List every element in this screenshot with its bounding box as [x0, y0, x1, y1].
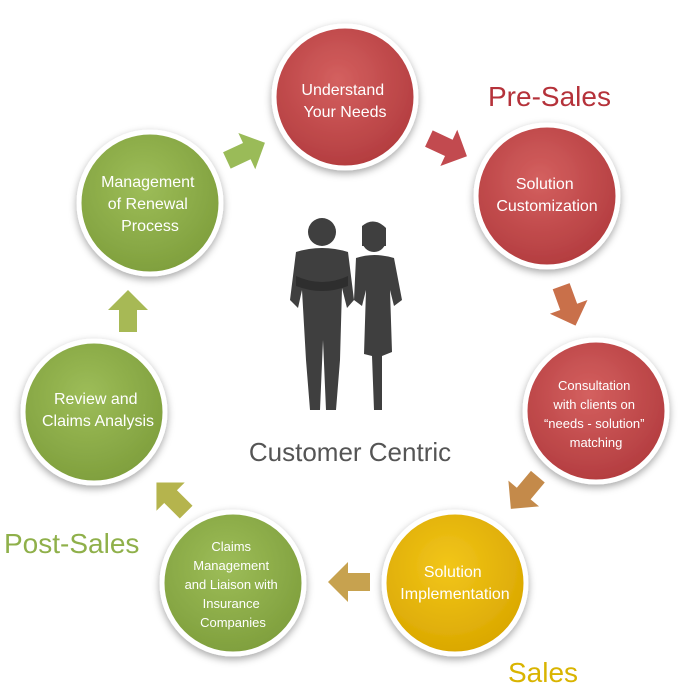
- arrow-icon-2: [549, 283, 588, 326]
- arrow-icon-1: [425, 129, 467, 166]
- node-solution-implementation: [381, 509, 529, 657]
- node-review-claims-label: Review and Claims Analysis: [42, 391, 154, 430]
- phase-label-post-sales: Post-Sales: [4, 528, 139, 559]
- phase-label-pre-sales: Pre-Sales: [488, 81, 611, 112]
- node-review-claims: [20, 338, 168, 486]
- node-consultation: [522, 337, 670, 485]
- businesspeople-silhouette-icon: [290, 218, 402, 410]
- node-solution-implementation-label: Solution Implementation: [400, 564, 509, 603]
- node-understand-needs-label: Understand Your Needs: [301, 82, 388, 121]
- center-label: Customer Centric: [249, 437, 451, 467]
- node-renewal-process-label: Management of Renewal Process: [101, 174, 199, 235]
- arrow-icon-5: [156, 482, 193, 519]
- arrow-icon-6: [108, 290, 148, 332]
- arrow-icon-3: [508, 470, 545, 509]
- node-understand-needs: [271, 23, 419, 171]
- node-solution-customization-label: Solution Customization: [496, 176, 597, 215]
- node-claims-management: [159, 509, 307, 657]
- node-renewal-process: [76, 129, 224, 277]
- node-claims-management-label: Claims Management and Liaison with Insur…: [185, 539, 282, 630]
- node-consultation-label: Consultation with clients on “needs - so…: [544, 378, 648, 450]
- phase-label-sales: Sales: [508, 657, 578, 688]
- arrow-icon-4: [328, 562, 370, 602]
- arrows-layer: [108, 129, 588, 602]
- node-solution-customization: [473, 122, 621, 270]
- arrow-icon-7: [223, 133, 265, 170]
